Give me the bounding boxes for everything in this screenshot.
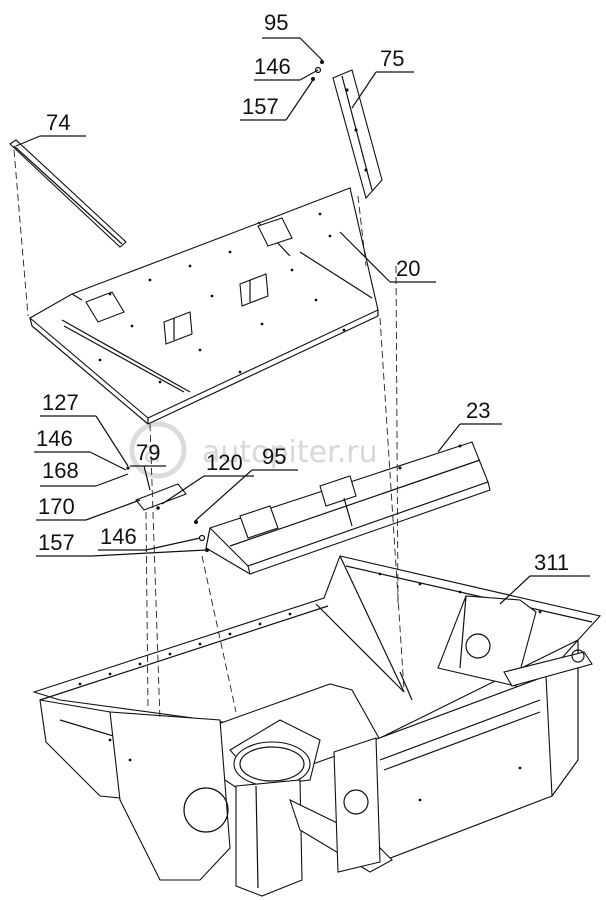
label-168: 168 — [42, 458, 79, 483]
label-23: 23 — [466, 398, 490, 423]
part-79-plate — [126, 466, 187, 511]
part-labels: 95 146 157 75 74 20 23 127 146 79 168 17… — [36, 10, 569, 575]
assembly-guide-lines — [13, 149, 405, 721]
label-95-top: 95 — [264, 10, 288, 35]
label-311: 311 — [534, 550, 569, 575]
label-157-low: 157 — [38, 530, 75, 555]
part-74-strip — [9, 139, 127, 248]
main-frame-hopper — [32, 555, 602, 897]
watermark-logo-glyph: a — [143, 435, 161, 470]
part-20-top-plate — [29, 187, 379, 425]
label-79: 79 — [136, 440, 160, 465]
part-75-strip — [332, 69, 383, 200]
part-23-panel — [205, 441, 491, 575]
label-20: 20 — [396, 256, 420, 281]
fasteners-120-95-146-157 — [194, 520, 209, 552]
watermark: a autopiter.ru — [129, 421, 378, 479]
label-146-mid: 146 — [36, 426, 73, 451]
label-146-low: 146 — [100, 524, 137, 549]
label-74: 74 — [46, 110, 70, 135]
label-157-top: 157 — [242, 94, 279, 119]
label-170: 170 — [38, 494, 75, 519]
label-75: 75 — [380, 46, 404, 71]
label-120: 120 — [206, 450, 243, 475]
label-127: 127 — [42, 390, 79, 415]
leader-lines — [15, 37, 590, 605]
watermark-text: autopiter.ru — [202, 435, 378, 470]
label-146-top: 146 — [254, 54, 291, 79]
fasteners-95-146-157-top — [311, 60, 324, 81]
label-95-mid: 95 — [262, 444, 286, 469]
